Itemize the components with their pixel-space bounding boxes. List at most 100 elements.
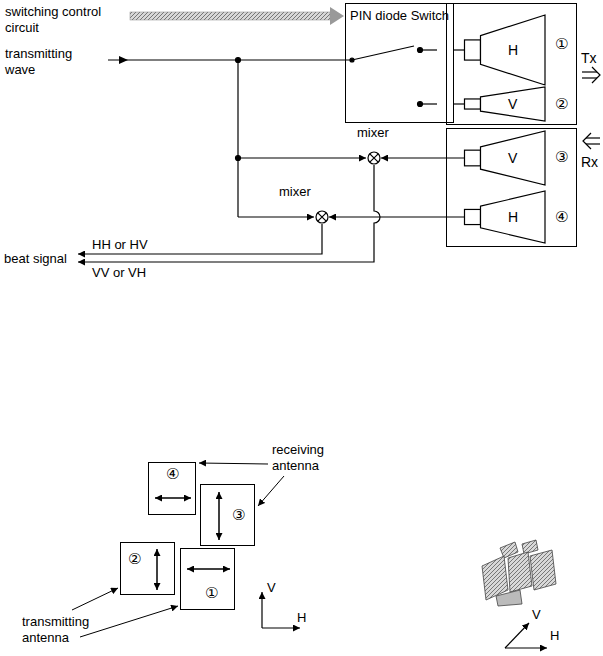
drawing-polygon — [508, 552, 532, 592]
mixer-cross — [318, 213, 326, 221]
signal-wire — [381, 157, 464, 158]
horn-feed — [465, 40, 481, 60]
tx-rx-arrows — [582, 67, 600, 149]
drawing-line — [586, 137, 600, 138]
callout-number: ① — [205, 585, 218, 601]
beat-output-wiring — [78, 165, 380, 262]
drawing-line — [261, 592, 262, 628]
callout-label: transmitting antenna — [22, 614, 112, 646]
drawing-line — [420, 49, 437, 50]
drawing-line — [72, 588, 118, 610]
callout-number: ④ — [555, 209, 568, 225]
drawing-polygon — [482, 556, 508, 600]
drawing-polygon — [530, 550, 556, 590]
drawing-line — [258, 476, 284, 506]
drawing-polygon — [522, 540, 538, 554]
horn-antenna: H — [464, 14, 546, 86]
drawing-path — [78, 224, 322, 254]
drawing-line — [80, 606, 178, 637]
mixer-outline — [367, 151, 381, 165]
callout-number: ④ — [166, 466, 179, 482]
leader-lines — [72, 463, 284, 637]
axis-label: H — [550, 628, 559, 644]
signal-name: VV or VH — [92, 265, 146, 281]
polarization-label: V — [508, 150, 517, 166]
callout-number: ② — [555, 96, 568, 112]
horn-flare — [481, 15, 546, 85]
drawing-line — [420, 103, 437, 104]
tx-antenna-box: ① ② H V — [446, 3, 577, 125]
drawing-path — [583, 133, 591, 149]
double-arrow — [187, 568, 230, 570]
antenna-aperture: ① — [180, 548, 235, 610]
pin-switch-box: PIN diode Switch — [345, 3, 454, 123]
mixer-symbol: mixer — [367, 151, 381, 165]
horn-antenna: V — [464, 130, 546, 186]
signal-wire — [454, 103, 464, 104]
transmit-wiring — [108, 56, 366, 217]
axis-label: V — [532, 607, 541, 623]
signal-name: HH or HV — [92, 237, 148, 253]
polarization-label: H — [508, 209, 518, 225]
drawing-line — [582, 77, 597, 78]
drawing-line — [586, 143, 600, 144]
polarization-label: V — [508, 96, 517, 112]
drawing-polygon — [496, 590, 522, 606]
horn-outline — [464, 14, 546, 86]
horn-antenna: V — [464, 86, 546, 122]
antenna-aperture: ② — [120, 542, 175, 595]
antenna-aperture: ③ — [200, 484, 255, 546]
antenna-aperture: ④ — [148, 462, 196, 515]
control-arrow — [130, 7, 344, 25]
antenna-cluster-icon — [482, 540, 556, 606]
drawing-line — [108, 59, 352, 60]
signal-label: transmitting wave — [5, 46, 105, 78]
drawing-circle — [236, 58, 241, 63]
drawing-line — [505, 623, 529, 648]
horn-outline — [464, 130, 546, 186]
horn-outline — [464, 86, 546, 122]
double-arrow — [218, 492, 220, 540]
mixer-cross — [370, 154, 378, 162]
double-arrow — [155, 497, 191, 499]
drawing-polygon — [119, 56, 128, 64]
drawing-line — [352, 46, 414, 60]
polarization-arrow — [201, 485, 254, 545]
horn-feed — [465, 209, 481, 224]
horn-flare — [481, 131, 546, 185]
callout-number: ② — [128, 551, 141, 567]
tx-label: Tx — [581, 50, 597, 66]
horn-antenna: H — [464, 190, 546, 244]
callout-number: ③ — [555, 149, 568, 165]
box-title: PIN diode Switch — [346, 8, 453, 24]
drawing-line — [582, 71, 597, 72]
signal-label: beat signal — [4, 251, 67, 267]
horn-flare — [481, 87, 546, 121]
rx-antenna-box: ③ ④ V H — [446, 128, 577, 247]
drawing-rect — [130, 12, 330, 20]
switch-arm — [350, 46, 437, 107]
drawing-line — [238, 216, 314, 217]
polarization-label: H — [508, 42, 518, 58]
mixer-label: mixer — [279, 184, 311, 200]
drawing-line — [505, 647, 547, 648]
callout-number: ① — [555, 36, 568, 52]
mixer-outline — [315, 210, 329, 224]
callout-number: ③ — [232, 507, 245, 523]
horn-feed — [465, 99, 481, 109]
drawing-line — [237, 60, 238, 217]
double-arrow — [156, 549, 158, 590]
drawing-circle — [236, 156, 241, 161]
rx-label: Rx — [581, 154, 598, 170]
signal-wire — [329, 216, 464, 217]
mixer-label: mixer — [357, 125, 389, 141]
drawing-line — [238, 157, 366, 158]
horn-feed — [465, 150, 481, 166]
drawing-line — [262, 627, 300, 628]
horn-outline — [464, 190, 546, 244]
signal-wire — [454, 49, 464, 50]
mixer-circle — [368, 152, 380, 164]
drawing-path — [592, 67, 600, 83]
